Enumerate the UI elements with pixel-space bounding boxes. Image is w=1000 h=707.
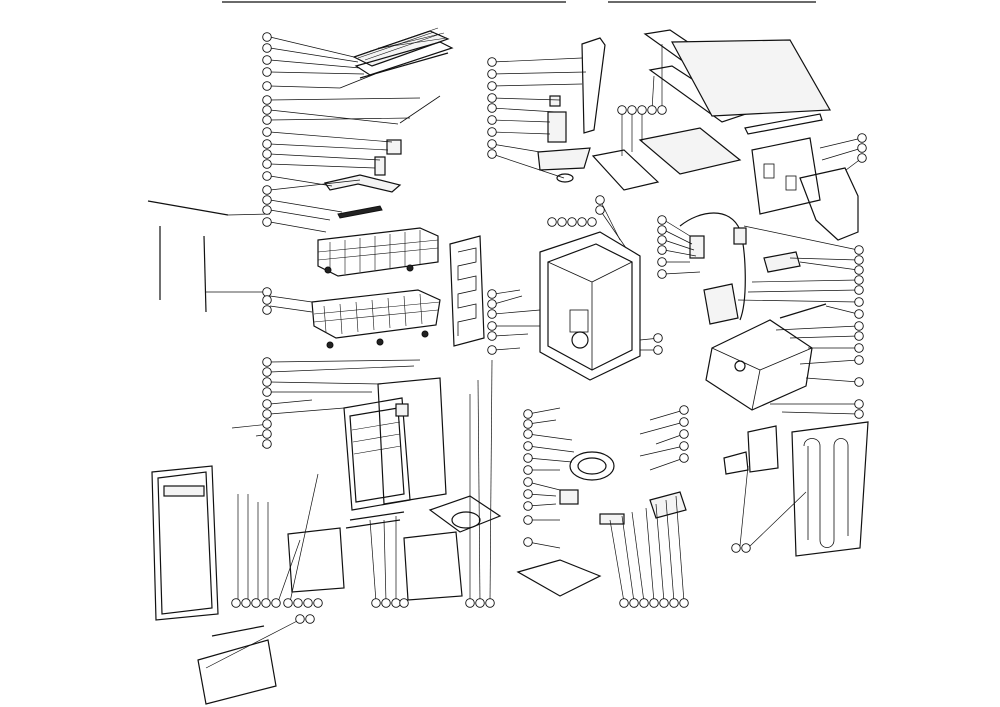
kick-plate xyxy=(197,625,277,705)
door-insulation-sheet xyxy=(287,527,463,601)
tub-frame xyxy=(539,231,641,381)
tub-base-plate xyxy=(428,495,502,533)
wash-arm-assembly xyxy=(537,37,606,183)
side-insulation-panel xyxy=(449,235,485,347)
worktop-lid xyxy=(643,29,832,135)
door-outer-panel xyxy=(151,465,219,621)
callout-markers xyxy=(231,32,867,624)
lower-dish-rack xyxy=(311,289,441,349)
base-tray xyxy=(705,319,813,411)
hose-and-valve-cluster xyxy=(679,212,827,325)
upper-dish-rack xyxy=(317,227,439,277)
rear-side-panel xyxy=(751,137,859,241)
cutlery-tray xyxy=(339,27,454,124)
sump-pump-assembly xyxy=(516,451,687,597)
left-rail-wire-2 xyxy=(203,235,207,313)
door-gasket xyxy=(349,511,405,521)
base-plate-upper xyxy=(591,127,742,191)
heating-element-panel xyxy=(791,421,869,557)
control-module xyxy=(723,425,779,475)
leader-lines xyxy=(205,36,863,669)
upper-spray-arm xyxy=(323,139,402,219)
top-rail-wire xyxy=(147,200,229,216)
inner-door xyxy=(343,377,447,511)
door-gasket-2 xyxy=(345,519,401,529)
